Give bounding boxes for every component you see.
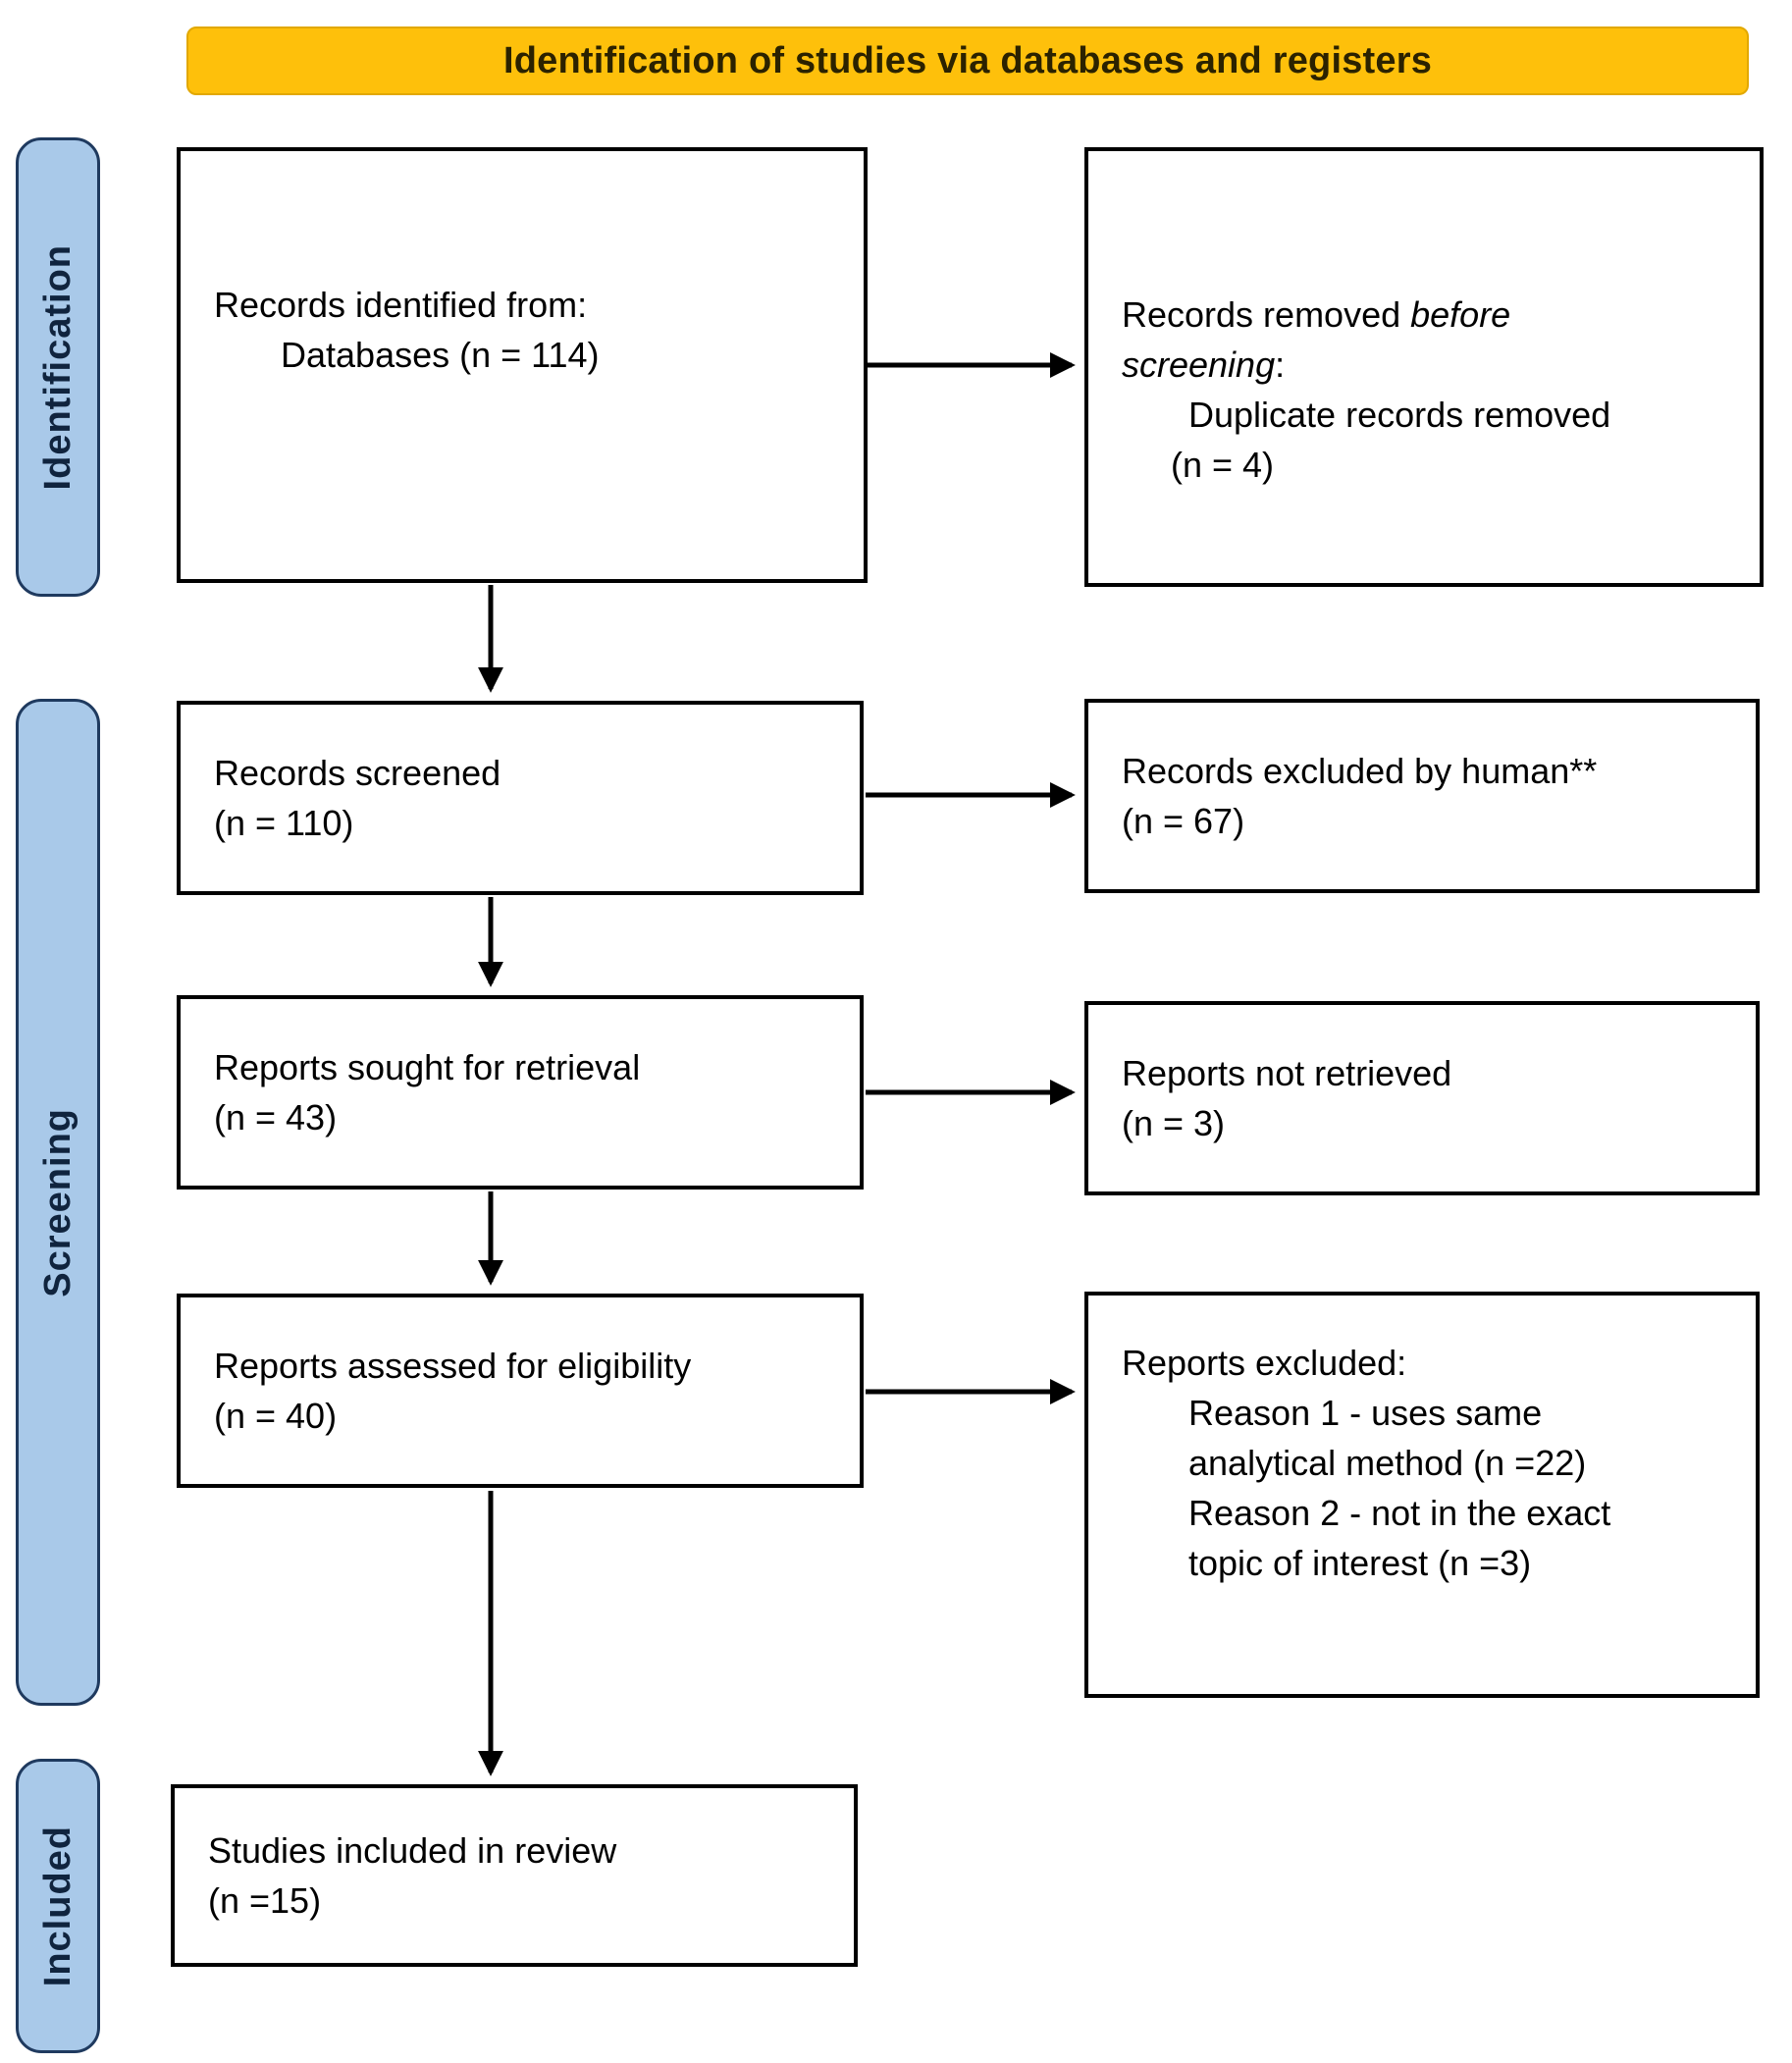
box-line: (n =15) [208, 1880, 322, 1921]
box-reports-excluded: Reports excluded: Reason 1 - uses same a… [1084, 1292, 1760, 1698]
box-reports-assessed: Reports assessed for eligibility (n = 40… [177, 1294, 864, 1488]
box-reports-sought: Reports sought for retrieval (n = 43) [177, 995, 864, 1190]
stage-bar-identification: Identification [16, 137, 100, 597]
box-line: Reports sought for retrieval [214, 1047, 641, 1087]
box-line: Records screened [214, 753, 501, 793]
box-line: screening: [1122, 344, 1286, 385]
stage-bar-included: Included [16, 1759, 100, 2053]
box-line: (n = 3) [1122, 1103, 1226, 1143]
box-line: Databases (n = 114) [281, 335, 600, 375]
box-records-removed: Records removed before screening: Duplic… [1084, 147, 1764, 587]
box-records-screened: Records screened (n = 110) [177, 701, 864, 895]
stage-label-included: Included [36, 1825, 79, 1987]
box-line: (n = 67) [1122, 801, 1245, 841]
stage-bar-screening: Screening [16, 699, 100, 1706]
box-line: Duplicate records removed [1188, 395, 1611, 435]
box-records-identified: Records identified from: Databases (n = … [177, 147, 868, 583]
box-line: Reports assessed for eligibility [214, 1346, 692, 1386]
box-line: Reports excluded: [1122, 1342, 1407, 1383]
box-line: Records excluded by human** [1122, 751, 1598, 791]
box-line: Studies included in review [208, 1830, 617, 1871]
title-banner: Identification of studies via databases … [186, 26, 1749, 95]
box-studies-included: Studies included in review (n =15) [171, 1784, 858, 1967]
box-line: (n = 40) [214, 1396, 338, 1436]
box-line: Reason 2 - not in the exact [1188, 1492, 1611, 1533]
stage-label-screening: Screening [36, 1107, 79, 1297]
diagram-title: Identification of studies via databases … [502, 39, 1433, 81]
box-line: Records removed before [1122, 294, 1511, 335]
box-line: (n = 4) [1171, 445, 1275, 485]
box-reports-not-retrieved: Reports not retrieved (n = 3) [1084, 1001, 1760, 1195]
box-line: Reason 1 - uses same [1188, 1392, 1543, 1433]
stage-label-identification: Identification [36, 243, 79, 491]
box-line: topic of interest (n =3) [1188, 1542, 1532, 1583]
box-line: (n = 43) [214, 1097, 338, 1137]
box-line: (n = 110) [214, 803, 354, 843]
box-line: Reports not retrieved [1122, 1053, 1452, 1093]
box-line: analytical method (n =22) [1188, 1442, 1587, 1483]
box-line: Records identified from: [214, 285, 588, 325]
box-records-excluded: Records excluded by human** (n = 67) [1084, 699, 1760, 893]
